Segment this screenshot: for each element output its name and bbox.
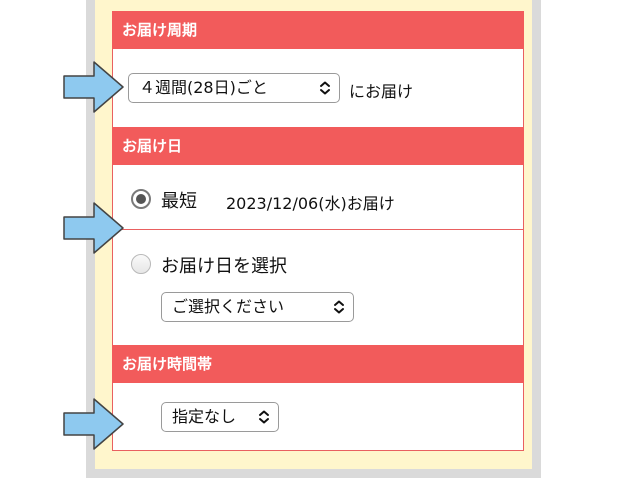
date-select-value: ご選択ください [172,297,285,316]
cycle-select[interactable]: ４週間(28日)ごと [128,73,340,103]
cycle-header: お届け周期 [112,11,524,49]
option-divider [113,229,523,230]
chevron-up-down-icon [258,403,270,431]
cycle-suffix: にお届け [349,82,414,101]
cycle-select-value: ４週間(28日)ごと [139,78,268,97]
shortest-date: 2023/12/06(水)お届け [226,194,395,213]
shortest-label: 最短 [161,191,197,212]
arrow-right-icon [63,61,124,113]
arrow-right-icon [63,398,124,450]
chevron-up-down-icon [333,293,345,321]
time-header: お届け時間帯 [112,345,524,383]
radio-shortest[interactable] [131,189,151,209]
radio-select-date[interactable] [131,254,151,274]
time-select[interactable]: 指定なし [161,402,279,432]
arrow-right-icon [63,202,124,254]
chevron-up-down-icon [319,74,331,102]
time-select-value: 指定なし [172,407,237,426]
select-date-label: お届け日を選択 [161,256,287,277]
date-select[interactable]: ご選択ください [161,292,354,322]
date-header: お届け日 [112,127,524,165]
